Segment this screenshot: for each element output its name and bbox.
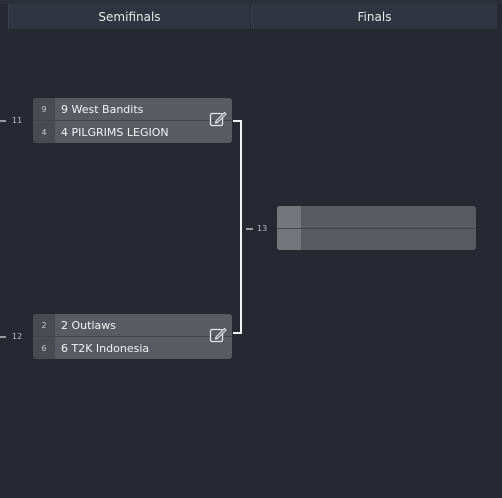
row-divider xyxy=(33,336,232,337)
row-divider xyxy=(277,228,476,229)
match-number-13: 13 xyxy=(257,224,268,233)
match-number-12: 12 xyxy=(12,332,23,341)
column-header-finals: Finals xyxy=(251,4,497,29)
seed-badge: 4 xyxy=(33,121,55,143)
column-header-semifinals: Semifinals xyxy=(8,4,250,29)
match-number-11: 11 xyxy=(12,116,23,125)
edit-icon xyxy=(209,111,227,127)
edit-match-11-button[interactable] xyxy=(209,110,227,128)
match-card-13-final[interactable] xyxy=(277,206,476,250)
top-strip xyxy=(0,0,502,4)
row-divider xyxy=(33,120,232,121)
match-11-team-1[interactable]: 9 9 West Bandits xyxy=(33,98,232,120)
match-11-team-2[interactable]: 4 4 PILGRIMS LEGION xyxy=(33,121,232,143)
edit-match-12-button[interactable] xyxy=(209,326,227,344)
team-name: 2 Outlaws xyxy=(61,318,116,332)
connector-semis-to-final xyxy=(233,120,242,334)
match-12-team-1[interactable]: 2 2 Outlaws xyxy=(33,314,232,336)
match-12-team-2[interactable]: 6 6 T2K Indonesia xyxy=(33,337,232,359)
seed-badge: 9 xyxy=(33,98,55,120)
seed-badge: 2 xyxy=(33,314,55,336)
edit-icon xyxy=(209,327,227,343)
team-name: 6 T2K Indonesia xyxy=(61,341,150,355)
match-card-12[interactable]: 2 2 Outlaws 6 6 T2K Indonesia xyxy=(33,314,232,359)
match-card-11[interactable]: 9 9 West Bandits 4 4 PILGRIMS LEGION xyxy=(33,98,232,143)
team-name: 4 PILGRIMS LEGION xyxy=(61,125,169,139)
team-name: 9 West Bandits xyxy=(61,102,144,116)
seed-badge: 6 xyxy=(33,337,55,359)
